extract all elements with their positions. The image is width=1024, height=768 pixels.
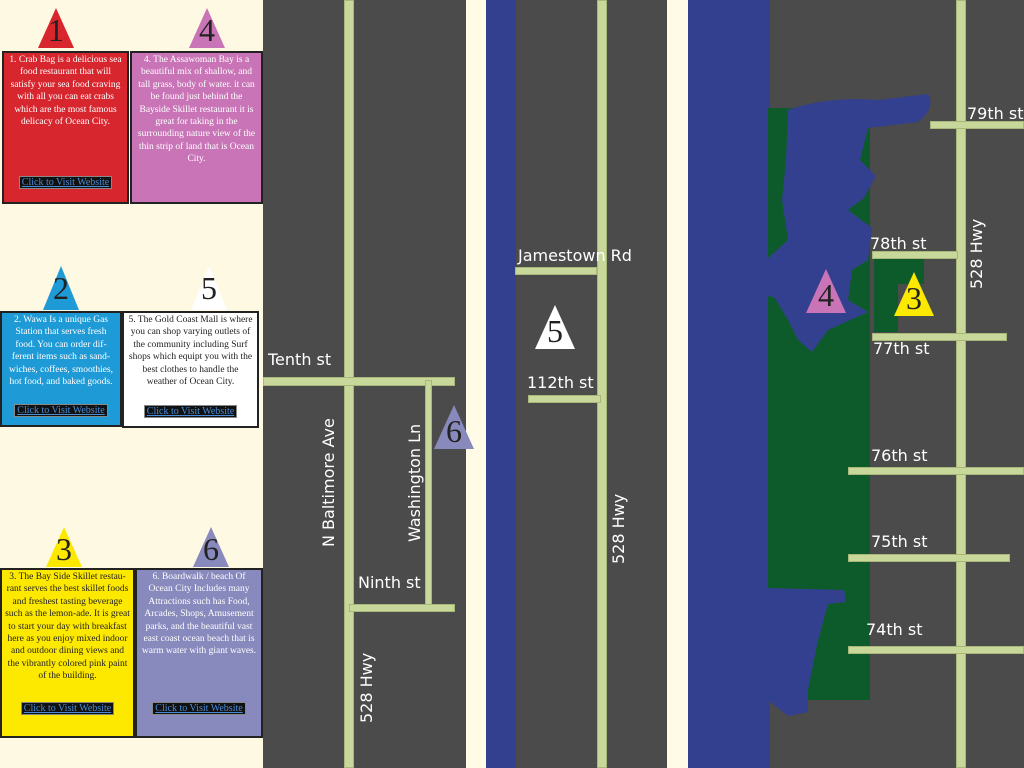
map-marker-3-number: 3: [906, 280, 922, 316]
map-marker-4-number: 4: [818, 277, 834, 313]
marker-1-legend: 1: [38, 8, 74, 48]
ninth-st-label: Ninth st: [358, 573, 421, 592]
marker-5-legend: 5: [191, 266, 227, 310]
card-mall-desc: 5. The Gold Coast Mall is where you can …: [128, 315, 253, 388]
tenth-st-road: [263, 377, 455, 386]
card-assawoman-bay: 4. The Assawoman Bay is a beautiful mix …: [130, 51, 263, 204]
marker-4-legend: 4: [189, 8, 225, 48]
crab-bag-website-link[interactable]: Click to Visit Website: [18, 176, 113, 189]
card-gold-coast-mall: 5. The Gold Coast Mall is where you can …: [122, 311, 259, 428]
card-bayside-skillet: 3. The Bay Side Skillet restau-rant serv…: [0, 568, 135, 738]
mall-website-link[interactable]: Click to Visit Website: [143, 405, 238, 418]
jamestown-label: Jamestown Rd: [518, 246, 632, 265]
hwy-mid-label: 528 Hwy: [609, 493, 628, 564]
card-wawa: 2. Wawa Is a unique Gas Station that ser…: [0, 311, 122, 427]
76th-st-road: [848, 467, 1024, 475]
card-wawa-desc: 2. Wawa Is a unique Gas Station that ser…: [8, 315, 114, 388]
beach-strip-2: [667, 0, 688, 768]
washington-label: Washington Ln: [405, 423, 424, 542]
card-boardwalk: 6. Boardwalk / beach Of Ocean City Inclu…: [135, 568, 263, 738]
hwy-left-label: 528 Hwy: [357, 652, 376, 723]
bay-channel: [486, 0, 516, 768]
marker-2-legend: 2: [43, 266, 79, 310]
74th-label: 74th st: [866, 620, 923, 639]
marker-3-legend: 3: [46, 527, 82, 567]
marker-6-legend: 6: [193, 527, 229, 567]
hwy-528-mid-road: [597, 0, 607, 768]
skillet-website-link[interactable]: Click to Visit Website: [20, 702, 115, 715]
jamestown-rd-road: [515, 267, 597, 275]
ninth-st-road: [349, 604, 455, 612]
marker-3-number: 3: [56, 531, 72, 567]
78th-label: 78th st: [870, 234, 927, 253]
washington-ln-road: [425, 380, 432, 608]
card-assawoman-desc: 4. The Assawoman Bay is a beautiful mix …: [137, 55, 256, 165]
marker-6-number: 6: [203, 531, 219, 567]
74th-st-road: [848, 646, 1024, 654]
112th-st-road: [528, 395, 601, 403]
map-marker-3[interactable]: 3: [894, 272, 934, 316]
marker-1-number: 1: [48, 12, 64, 48]
boardwalk-website-link[interactable]: Click to Visit Website: [152, 702, 246, 715]
76th-label: 76th st: [871, 446, 928, 465]
map-marker-4[interactable]: 4: [806, 269, 846, 313]
map-marker-6-number: 6: [446, 413, 462, 449]
map-marker-5-number: 5: [547, 313, 563, 349]
79th-label: 79th st: [967, 104, 1024, 123]
card-boardwalk-desc: 6. Boardwalk / beach Of Ocean City Inclu…: [141, 572, 257, 657]
card-crab-bag-desc: 1. Crab Bag is a delicious sea food rest…: [9, 55, 122, 128]
marker-5-number: 5: [201, 270, 217, 306]
ocean-water: [688, 0, 770, 768]
tenth-st-label: Tenth st: [268, 350, 332, 369]
map-marker-6[interactable]: 6: [434, 405, 474, 449]
78th-st-road: [872, 251, 958, 259]
hwy-right-label: 528 Hwy: [967, 218, 986, 289]
marker-2-number: 2: [53, 270, 69, 306]
legend-sidebar: 1 1. Crab Bag is a delicious sea food re…: [0, 0, 263, 768]
75th-label: 75th st: [871, 532, 928, 551]
112th-label: 112th st: [527, 373, 594, 392]
75th-st-road: [848, 554, 1010, 562]
map-area[interactable]: Tenth st Ninth st N Baltimore Ave Washin…: [263, 0, 1024, 768]
baltimore-label: N Baltimore Ave: [319, 418, 338, 547]
map-marker-5[interactable]: 5: [535, 305, 575, 349]
card-skillet-desc: 3. The Bay Side Skillet restau-rant serv…: [5, 572, 130, 682]
beach-strip: [466, 0, 486, 768]
card-crab-bag: 1. Crab Bag is a delicious sea food rest…: [2, 51, 129, 204]
77th-st-road: [872, 333, 1007, 341]
77th-label: 77th st: [873, 339, 930, 358]
marker-4-number: 4: [199, 12, 215, 48]
wawa-website-link[interactable]: Click to Visit Website: [14, 404, 108, 417]
